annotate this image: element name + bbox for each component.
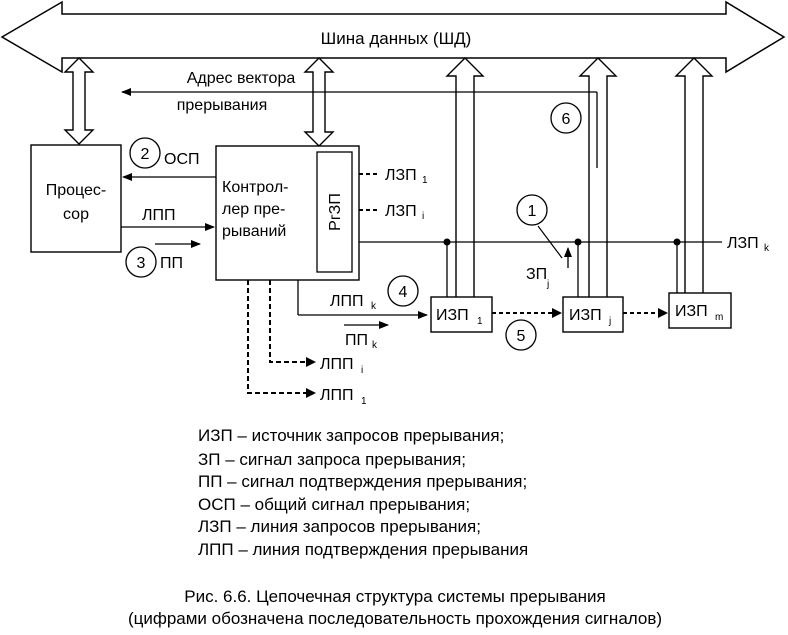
step-1-circle: [516, 194, 548, 226]
step-2-circle: [129, 137, 161, 169]
lppi-subscript: i: [361, 365, 363, 376]
lzpi-subscript: i: [422, 211, 424, 222]
legend-line-3: ПП – сигнал подтверждения прерывания;: [198, 472, 527, 491]
lpp1-label: ЛПП: [320, 387, 354, 404]
lzpk-subscript: k: [764, 243, 770, 254]
legend-line-1: ИЗП – источник запросов прерывания;: [198, 426, 504, 445]
register-box: [316, 151, 353, 273]
vector-label-line1: Адрес вектора: [187, 70, 296, 87]
zpj-subscript: j: [546, 279, 549, 290]
processor-label-line2: сор: [63, 206, 89, 223]
lpp-label: ЛПП: [142, 207, 176, 224]
step-2-number: 2: [141, 146, 150, 163]
caption-line-2: (цифрами обозначена последовательность п…: [128, 609, 662, 628]
ppk-subscript: k: [372, 340, 378, 351]
legend-line-6: ЛПП – линия подтверждения прерывания: [198, 540, 528, 559]
register-label: РгЗП: [327, 193, 344, 231]
lppk-label: ЛПП: [330, 293, 364, 310]
izpj-label: ИЗП: [569, 307, 602, 324]
izp1-subscript: 1: [477, 316, 483, 327]
izpm-subscript: m: [715, 312, 723, 323]
processor-label-line1: Процес-: [46, 182, 107, 199]
step-6-circle: [550, 102, 582, 134]
lpp1-subscript: 1: [361, 396, 367, 407]
lppi-label: ЛПП: [320, 356, 354, 373]
legend-line-5: ЛЗП – линия запросов прерывания;: [198, 517, 481, 536]
lzpi-label: ЛЗП: [385, 203, 417, 220]
processor-box: [30, 144, 122, 253]
controller-label-line1: Контрол-: [222, 179, 289, 196]
lppk-subscript: k: [371, 301, 377, 312]
controller-bus-arrow: [303, 57, 335, 147]
pp-label: ПП: [160, 255, 183, 272]
step-4-number: 4: [399, 284, 408, 301]
izp1-bus-arrow: [445, 57, 485, 297]
lzp1-subscript: 1: [422, 175, 428, 186]
controller-label-line2: лер пре-: [222, 201, 285, 218]
legend-line-2: ЗП – сигнал запроса прерывания;: [198, 450, 466, 469]
vector-label-line2: прерывания: [177, 97, 268, 114]
step-5-circle: [505, 319, 537, 351]
zpj-label: ЗП: [526, 266, 547, 283]
osp-label: ОСП: [164, 151, 200, 168]
izp1-box: [430, 296, 493, 333]
izpj-bus-arrow: [578, 57, 618, 297]
ppk-label: ПП: [345, 332, 368, 349]
lzp1-label: ЛЗП: [385, 167, 417, 184]
controller-label-line3: рываний: [222, 223, 286, 240]
izpm-label: ИЗП: [675, 303, 708, 320]
step-6-number: 6: [562, 111, 571, 128]
lppi-line: [269, 280, 306, 363]
izpj-subscript: j: [608, 316, 611, 327]
izp1-label: ИЗП: [436, 307, 469, 324]
step-3-number: 3: [137, 255, 146, 272]
step-1-number: 1: [528, 203, 537, 220]
bus-label: Шина данных (ШД): [321, 29, 472, 48]
izpm-bus-arrow: [674, 57, 714, 293]
izpj-box: [562, 296, 624, 333]
lzpk-label: ЛЗП: [727, 235, 759, 252]
data-bus: [0, 0, 786, 74]
step-5-number: 5: [517, 328, 526, 345]
processor-bus-arrow: [63, 57, 95, 145]
caption-line-1: Рис. 6.6. Цепочечная структура системы п…: [184, 587, 606, 606]
step-4-circle: [387, 275, 419, 307]
step-3-circle: [125, 246, 157, 278]
legend-line-4: ОСП – общий сигнал прерывания;: [198, 495, 470, 514]
lpp1-line: [247, 280, 306, 394]
izpm-box: [668, 292, 732, 329]
